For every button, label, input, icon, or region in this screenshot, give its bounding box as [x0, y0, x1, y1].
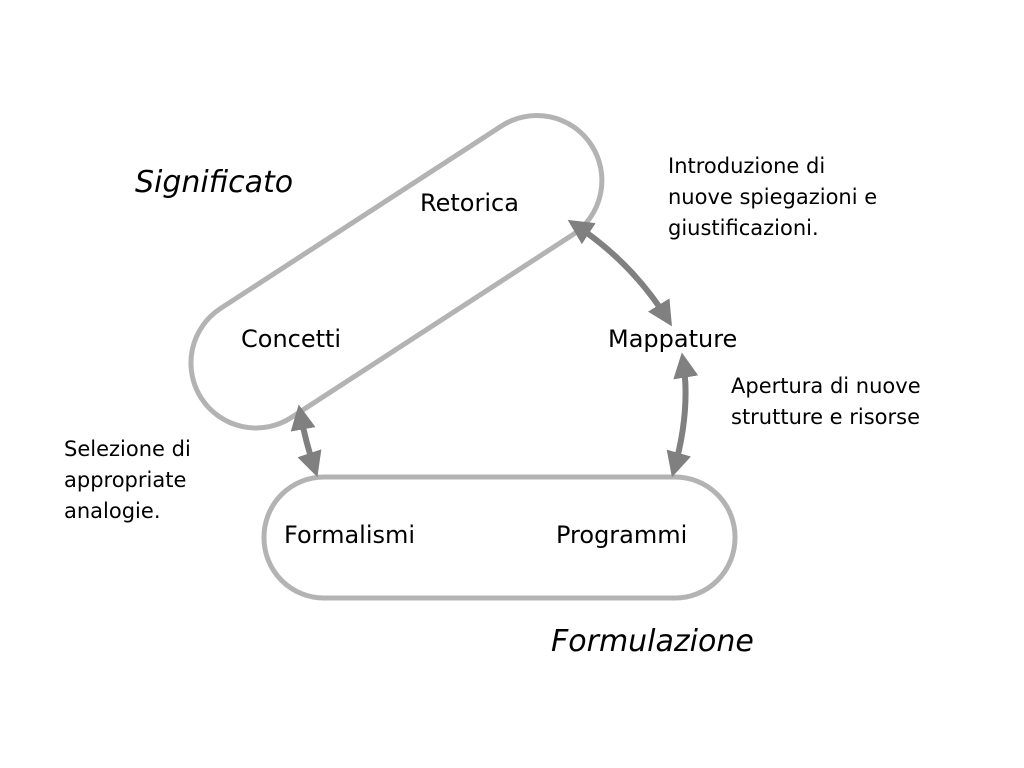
node-programmi: Programmi [556, 521, 688, 549]
note-selection-line: Selezione di [64, 437, 191, 461]
note-introduction: Introduzione di nuove spiegazioni e gius… [668, 151, 877, 244]
note-introduction-line: nuove spiegazioni e [668, 185, 878, 209]
node-mappature: Mappature [608, 325, 738, 353]
note-selection-line: appropriate [64, 468, 187, 492]
formulation-capsule [261, 474, 738, 601]
note-selection-line: analogie. [64, 499, 161, 523]
meaning-capsule [188, 113, 605, 431]
node-retorica: Retorica [420, 189, 519, 217]
concetti-formalismi-arrow [290, 404, 322, 478]
note-opening-line: Apertura di nuove [731, 374, 921, 398]
note-opening: Apertura di nuove strutture e risorse [731, 371, 921, 433]
node-concetti: Concetti [241, 325, 342, 353]
note-introduction-line: Introduzione di [668, 154, 826, 178]
note-selection: Selezione di appropriate analogie. [64, 434, 191, 527]
mappature-programmi-arrow [666, 352, 699, 478]
formulation-group-title: Formulazione [551, 624, 754, 659]
note-introduction-line: giustificazioni. [668, 216, 819, 240]
meaning-group-title: Significato [135, 165, 294, 200]
node-formalismi: Formalismi [284, 521, 416, 549]
retorica-mappature-arrow [567, 219, 672, 327]
note-opening-line: strutture e risorse [731, 405, 921, 429]
